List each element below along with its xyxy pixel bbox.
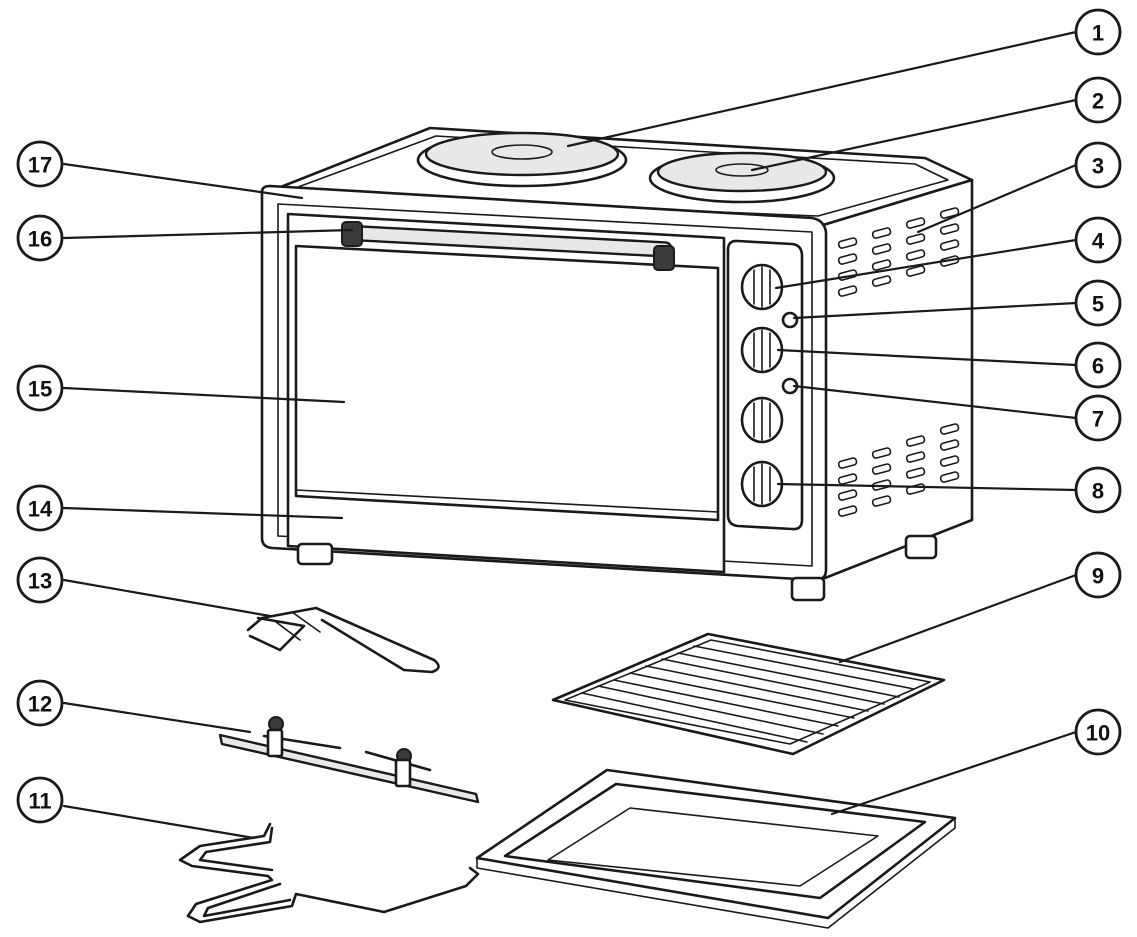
oven-body [260, 126, 974, 602]
leader-line-13 [62, 578, 272, 618]
leader-line-12 [62, 701, 252, 734]
side-vents-lower [837, 423, 960, 517]
callout-12-label: 12 [28, 692, 52, 717]
small-hotplate [648, 151, 836, 204]
callout-17-label: 17 [28, 153, 52, 178]
callout-8-label: 8 [1092, 479, 1104, 504]
large-hotplate [416, 131, 628, 188]
callout-3: 3 [1074, 141, 1122, 189]
callout-11-label: 11 [28, 789, 51, 814]
callouts: 1 2 3 4 5 6 7 8 [16, 8, 1122, 824]
callout-16-label: 16 [28, 227, 52, 252]
baking-tray [475, 768, 957, 929]
callout-13-label: 13 [28, 569, 52, 594]
callout-5: 5 [1074, 279, 1122, 327]
callout-9: 9 [1074, 551, 1122, 599]
leader-line-1 [566, 30, 1078, 148]
oven-foot-front-right [790, 576, 826, 602]
control-knob-2 [740, 326, 784, 374]
callout-5-label: 5 [1092, 292, 1104, 317]
callout-7-label: 7 [1092, 407, 1104, 432]
leader-line-4 [774, 238, 1078, 290]
control-knob-3 [740, 396, 784, 444]
door-lower-band [295, 489, 719, 513]
callout-14: 14 [16, 484, 64, 532]
leader-line-16 [62, 228, 354, 240]
callout-3-label: 3 [1092, 154, 1104, 179]
callout-2-label: 2 [1092, 89, 1104, 114]
control-panel [726, 239, 804, 531]
wire-rack [551, 632, 946, 756]
leader-line-10 [830, 730, 1078, 816]
door-glass-window [294, 244, 720, 522]
leader-line-6 [776, 348, 1078, 367]
door-handle-right-mount [653, 245, 675, 271]
callout-15-label: 15 [28, 377, 52, 402]
oven-door [286, 212, 726, 574]
callout-6: 6 [1074, 341, 1122, 389]
leader-line-15 [62, 386, 346, 404]
callout-14-label: 14 [28, 497, 53, 522]
oven-foot-back-right [904, 534, 938, 560]
callout-13: 13 [16, 556, 64, 604]
callout-11: 11 [16, 776, 64, 824]
oven-foot-front-left [296, 542, 334, 566]
side-vents-upper [837, 207, 960, 297]
callout-15: 15 [16, 364, 64, 412]
leader-line-7 [792, 384, 1078, 420]
oven-right-side-panel [818, 178, 974, 580]
callout-16: 16 [16, 214, 64, 262]
leader-line-2 [750, 98, 1078, 172]
leader-line-14 [62, 506, 344, 520]
callout-4-label: 4 [1092, 229, 1105, 254]
callout-4: 4 [1074, 216, 1122, 264]
callout-1-label: 1 [1092, 21, 1104, 46]
control-knob-4 [740, 460, 784, 508]
callout-10: 10 [1074, 708, 1122, 756]
leader-line-8 [776, 482, 1078, 492]
callout-9-label: 9 [1092, 564, 1104, 589]
callout-17: 17 [16, 140, 64, 188]
tray-handle [246, 606, 440, 674]
callout-6-label: 6 [1092, 354, 1104, 379]
leader-line-11 [62, 804, 256, 840]
leader-line-9 [838, 573, 1078, 664]
leader-line-3 [916, 163, 1078, 234]
rotisserie-spit [218, 716, 480, 804]
indicator-light-1 [781, 311, 799, 329]
door-handle-left-mount [341, 221, 363, 247]
rotisserie-handle [178, 822, 480, 924]
callout-10-label: 10 [1086, 721, 1110, 746]
leader-line-17 [62, 162, 304, 200]
leader-lines [62, 30, 1078, 840]
callout-8: 8 [1074, 466, 1122, 514]
callout-2: 2 [1074, 76, 1122, 124]
callout-7: 7 [1074, 394, 1122, 442]
callout-1: 1 [1074, 8, 1122, 56]
leader-line-5 [792, 301, 1078, 320]
callout-12: 12 [16, 679, 64, 727]
